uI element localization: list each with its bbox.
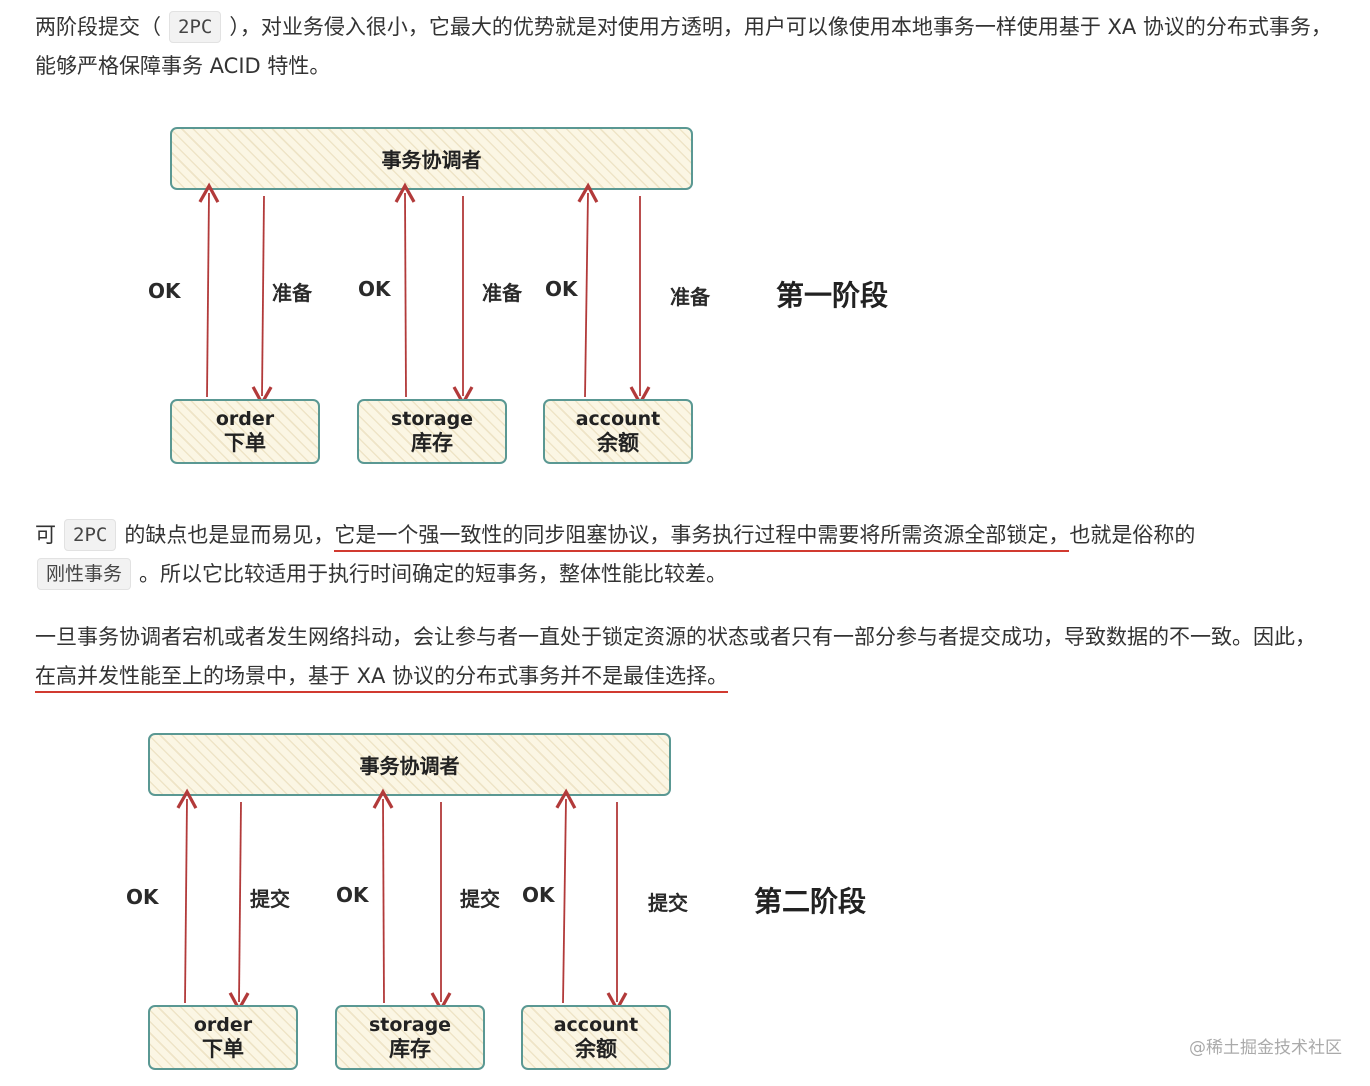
label-order-prepare: 准备: [272, 281, 312, 305]
participant-account-title: account: [575, 407, 661, 430]
paragraph-drawbacks-text-4: 。所以它比较适用于执行时间确定的短事务，整体性能比较差。: [139, 562, 728, 586]
paragraph-conclusion-text-1: 一旦事务协调者宕机或者发生网络抖动，会让参与者一直处于锁定资源的状态或者只有一部…: [35, 625, 1316, 649]
participant-order-box-2: order 下单: [148, 1005, 298, 1070]
arrow-account-ok-up-2: [555, 788, 577, 1004]
participant-storage-box-2: storage 库存: [335, 1005, 485, 1070]
participant-order-subtitle: 下单: [224, 430, 266, 455]
phase-one-title: 第一阶段: [776, 279, 889, 312]
participant-account-box: account 余额: [543, 399, 693, 464]
arrow-order-commit-down: [228, 801, 250, 1013]
underlined-highlight-conclusion: 在高并发性能至上的场景中，基于 XA 协议的分布式事务并不是最佳选择。: [35, 664, 729, 693]
participant-order-title-2: order: [193, 1013, 253, 1036]
watermark-text: @稀土掘金技术社区: [1189, 1038, 1342, 1058]
participant-storage-subtitle-2: 库存: [389, 1036, 431, 1061]
inline-code-2pc: 2PC: [169, 11, 222, 43]
label-order-ok-2: OK: [126, 885, 159, 909]
phase-two-title: 第二阶段: [754, 885, 867, 918]
paragraph-intro-text-1: 两阶段提交（: [35, 15, 161, 39]
label-order-commit: 提交: [250, 887, 290, 911]
inline-code-rigid-transaction: 刚性事务: [37, 558, 132, 590]
arrow-storage-ok-up: [394, 182, 416, 398]
coordinator-label-phase-two: 事务协调者: [359, 754, 460, 778]
participant-order-box: order 下单: [170, 399, 320, 464]
arrow-account-ok-up: [577, 182, 599, 398]
label-account-prepare: 准备: [670, 285, 710, 309]
participant-account-subtitle-2: 余额: [575, 1036, 617, 1061]
label-storage-ok: OK: [358, 277, 391, 301]
participant-account-subtitle: 余额: [597, 430, 639, 455]
label-storage-ok-2: OK: [336, 883, 369, 907]
paragraph-drawbacks: 可 2PC 的缺点也是显而易见，它是一个强一致性的同步阻塞协议，事务执行过程中需要将…: [35, 516, 1335, 594]
coordinator-box-phase-two: 事务协调者: [148, 733, 671, 796]
paragraph-drawbacks-text-2: 的缺点也是显而易见，: [124, 523, 335, 547]
paragraph-intro-text-2: ），对业务侵入很小，它最大的优势就是对使用方透明，用户可以像使用本地事务一样使用…: [35, 15, 1332, 78]
paragraph-intro: 两阶段提交（ 2PC），对业务侵入很小，它最大的优势就是对使用方透明，用户可以像使…: [35, 8, 1335, 86]
participant-order-subtitle-2: 下单: [202, 1036, 244, 1061]
label-account-ok: OK: [545, 277, 578, 301]
arrow-storage-ok-up-2: [372, 788, 394, 1004]
coordinator-label: 事务协调者: [381, 148, 482, 172]
participant-storage-box: storage 库存: [357, 399, 507, 464]
participant-storage-title: storage: [390, 407, 474, 430]
label-storage-prepare: 准备: [482, 281, 522, 305]
participant-storage-subtitle: 库存: [411, 430, 453, 455]
participant-account-title-2: account: [553, 1013, 639, 1036]
arrow-order-prepare-down: [251, 195, 273, 407]
inline-code-2pc-second: 2PC: [64, 519, 117, 551]
paragraph-conclusion: 一旦事务协调者宕机或者发生网络抖动，会让参与者一直处于锁定资源的状态或者只有一部…: [35, 618, 1335, 696]
arrow-order-ok-up-2: [176, 788, 198, 1004]
label-account-ok-2: OK: [522, 883, 555, 907]
underlined-highlight-blocking: 它是一个强一致性的同步阻塞协议，事务执行过程中需要将所需资源全部锁定，: [334, 523, 1070, 552]
label-account-commit: 提交: [648, 891, 688, 915]
participant-account-box-2: account 余额: [521, 1005, 671, 1070]
paragraph-drawbacks-text-1: 可: [35, 523, 56, 547]
coordinator-box: 事务协调者: [170, 127, 693, 190]
participant-order-title: order: [215, 407, 275, 430]
arrow-order-ok-up: [198, 182, 220, 398]
label-storage-commit: 提交: [460, 887, 500, 911]
participant-storage-title-2: storage: [368, 1013, 452, 1036]
paragraph-drawbacks-text-3: 也就是俗称的: [1069, 523, 1196, 547]
label-order-ok: OK: [148, 279, 181, 303]
